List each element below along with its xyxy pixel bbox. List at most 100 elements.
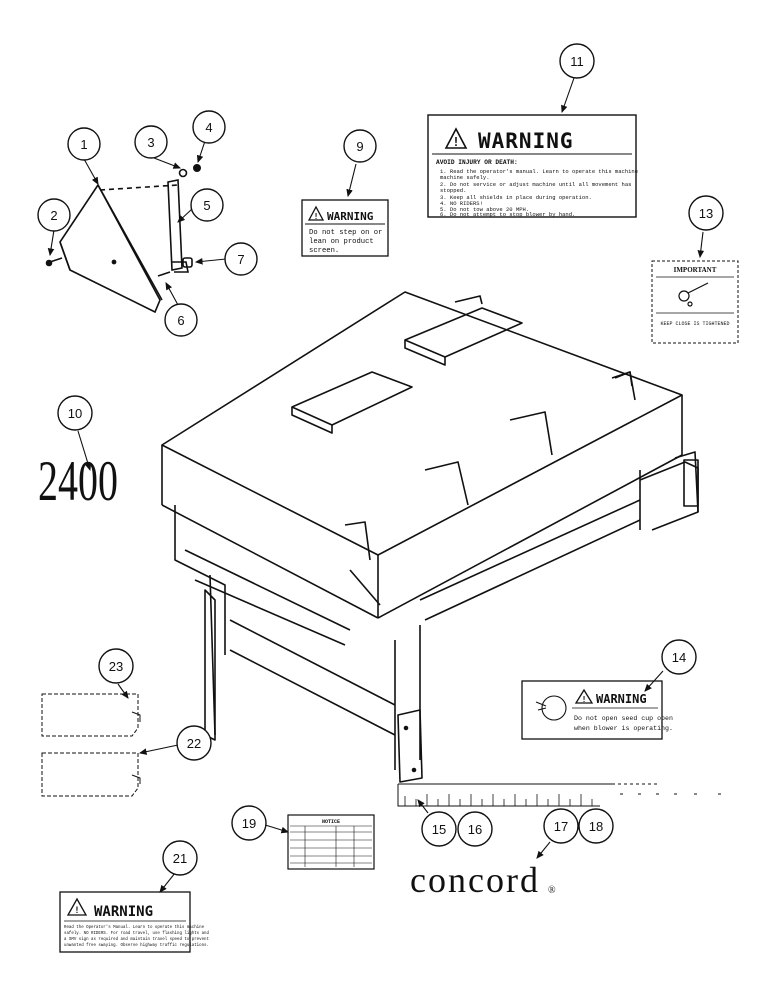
callout-3: 3 — [134, 125, 168, 159]
important-13-header: IMPORTANT — [674, 266, 717, 274]
warning-11-line-3: 2. Do not service or adjust machine unti… — [440, 181, 631, 188]
warning-11-intro: AVOID INJURY OR DEATH: — [436, 159, 518, 166]
svg-text:5: 5 — [203, 198, 210, 213]
svg-text:6: 6 — [177, 313, 184, 328]
warning-9-line-3: screen. — [309, 247, 339, 255]
important-decal-13: IMPORTANT KEEP CLOSE IS TIGHTENED — [651, 260, 739, 344]
svg-text:21: 21 — [173, 851, 187, 866]
brand-registered-mark: ® — [548, 885, 556, 896]
callout-14: 14 — [661, 639, 697, 675]
warning-9-line-2: lean on product — [309, 238, 374, 246]
seed-cup-icon — [535, 695, 567, 721]
notice-19-header: NOTICE — [322, 819, 340, 825]
warning-14-line-2: when blower is operating. — [574, 725, 673, 732]
warning-decal-9: ! WARNING Do not step on or lean on prod… — [301, 199, 389, 257]
callout-15: 15 — [421, 811, 457, 847]
svg-text:2: 2 — [50, 208, 57, 223]
hopper-frame — [174, 470, 641, 770]
svg-text:17: 17 — [554, 819, 568, 834]
warning-11-line-8: 6. Do not attempt to stop blower by hand… — [440, 211, 575, 218]
warning-21-line-2: safely. NO RIDERS. For road travel, use … — [64, 931, 209, 936]
svg-text:11: 11 — [570, 54, 584, 69]
lid-handles — [424, 295, 633, 506]
callout-23: 23 — [98, 648, 134, 684]
svg-text:!: ! — [314, 212, 319, 221]
warning-9-line-1: Do not step on or — [309, 229, 382, 237]
warning-11-line-1: 1. Read the operator's manual. Learn to … — [440, 168, 638, 175]
warning-11-line-6: 4. NO RIDERS! — [440, 200, 483, 207]
callout-4: 4 — [192, 110, 226, 144]
notice-decal-19: NOTICE — [287, 814, 375, 870]
washer-part-4 — [193, 164, 202, 173]
warning-21-line-4: unwanted free swaying. Observe highway t… — [64, 943, 209, 948]
svg-text:16: 16 — [468, 822, 482, 837]
callout-1: 1 — [67, 127, 101, 161]
warning-11-line-2: machine safely. — [440, 174, 490, 181]
smv-triangle-sign — [59, 183, 179, 314]
warning-11-header: WARNING — [478, 129, 574, 153]
warning-21-line-1: Read the Operator's Manual. Learn to ope… — [64, 925, 205, 930]
callout-11: 11 — [559, 43, 595, 79]
warning-14-header: WARNING — [596, 692, 647, 706]
warning-decal-21: ! WARNING Read the Operator's Manual. Le… — [59, 891, 209, 953]
svg-text:18: 18 — [589, 819, 603, 834]
wrench-icon — [678, 282, 709, 307]
important-13-footer: KEEP CLOSE IS TIGHTENED — [660, 321, 729, 327]
callout-19: 19 — [231, 805, 267, 841]
warning-11-line-4: stopped. — [440, 187, 466, 194]
bolt-part-6 — [157, 271, 171, 277]
hitch-tube — [639, 451, 699, 531]
svg-text:14: 14 — [672, 650, 686, 665]
callout-21: 21 — [162, 840, 198, 876]
callouts: 1 2 3 4 5 6 7 9 10 11 13 14 15 16 17 18 … — [37, 43, 724, 876]
svg-text:13: 13 — [699, 206, 713, 221]
svg-text:!: ! — [452, 135, 459, 149]
warning-decal-14: ! WARNING Do not open seed cup open when… — [521, 680, 673, 740]
callout-5: 5 — [190, 188, 224, 222]
svg-text:!: ! — [74, 906, 79, 916]
callout-18: 18 — [578, 808, 614, 844]
callout-6: 6 — [164, 303, 198, 337]
warning-21-line-3: a SMV sign as required and maintain trav… — [64, 937, 209, 942]
notice-19-table — [290, 825, 372, 867]
warning-14-line-1: Do not open seed cup open — [574, 715, 673, 722]
callout-22: 22 — [176, 725, 212, 761]
blank-decal-23 — [41, 693, 141, 737]
callout-7: 7 — [224, 242, 258, 276]
hopper-leg-left — [204, 589, 216, 741]
hopper-lid — [161, 291, 683, 619]
callout-17: 17 — [543, 808, 579, 844]
svg-text:1: 1 — [80, 137, 87, 152]
svg-text:19: 19 — [242, 816, 256, 831]
callout-2: 2 — [37, 198, 71, 232]
spacer-part-7 — [182, 257, 193, 268]
svg-text:!: ! — [582, 695, 587, 704]
callout-13: 13 — [688, 195, 724, 231]
warning-11-line-5: 3. Keep all shields in place during oper… — [440, 194, 592, 201]
svg-text:3: 3 — [147, 135, 154, 150]
nut-part-3 — [178, 168, 188, 178]
svg-text:23: 23 — [109, 659, 123, 674]
svg-text:15: 15 — [432, 822, 446, 837]
leader-lines — [47, 77, 705, 893]
warning-11-line-7: 5. Do not tow above 20 MPH. — [440, 206, 529, 213]
smv-sign-assembly — [45, 164, 202, 314]
bolt-part-2 — [45, 257, 63, 267]
hopper-leg-right — [397, 709, 423, 783]
seed-hopper-drawing — [161, 291, 699, 783]
callout-10: 10 — [57, 395, 93, 431]
top-access-frame — [291, 307, 523, 434]
warning-9-header: WARNING — [327, 210, 374, 223]
brand-logo-decal: concord — [410, 860, 540, 900]
mounting-tabs — [344, 371, 636, 561]
warning-21-header: WARNING — [94, 904, 153, 920]
measuring-scale-decal — [397, 783, 724, 807]
model-number-decal: 2400 — [38, 449, 118, 513]
callout-9: 9 — [343, 129, 377, 163]
svg-text:4: 4 — [205, 120, 212, 135]
blank-decal-22 — [41, 752, 141, 797]
svg-text:9: 9 — [356, 139, 363, 154]
callout-16: 16 — [457, 811, 493, 847]
svg-text:10: 10 — [68, 406, 82, 421]
